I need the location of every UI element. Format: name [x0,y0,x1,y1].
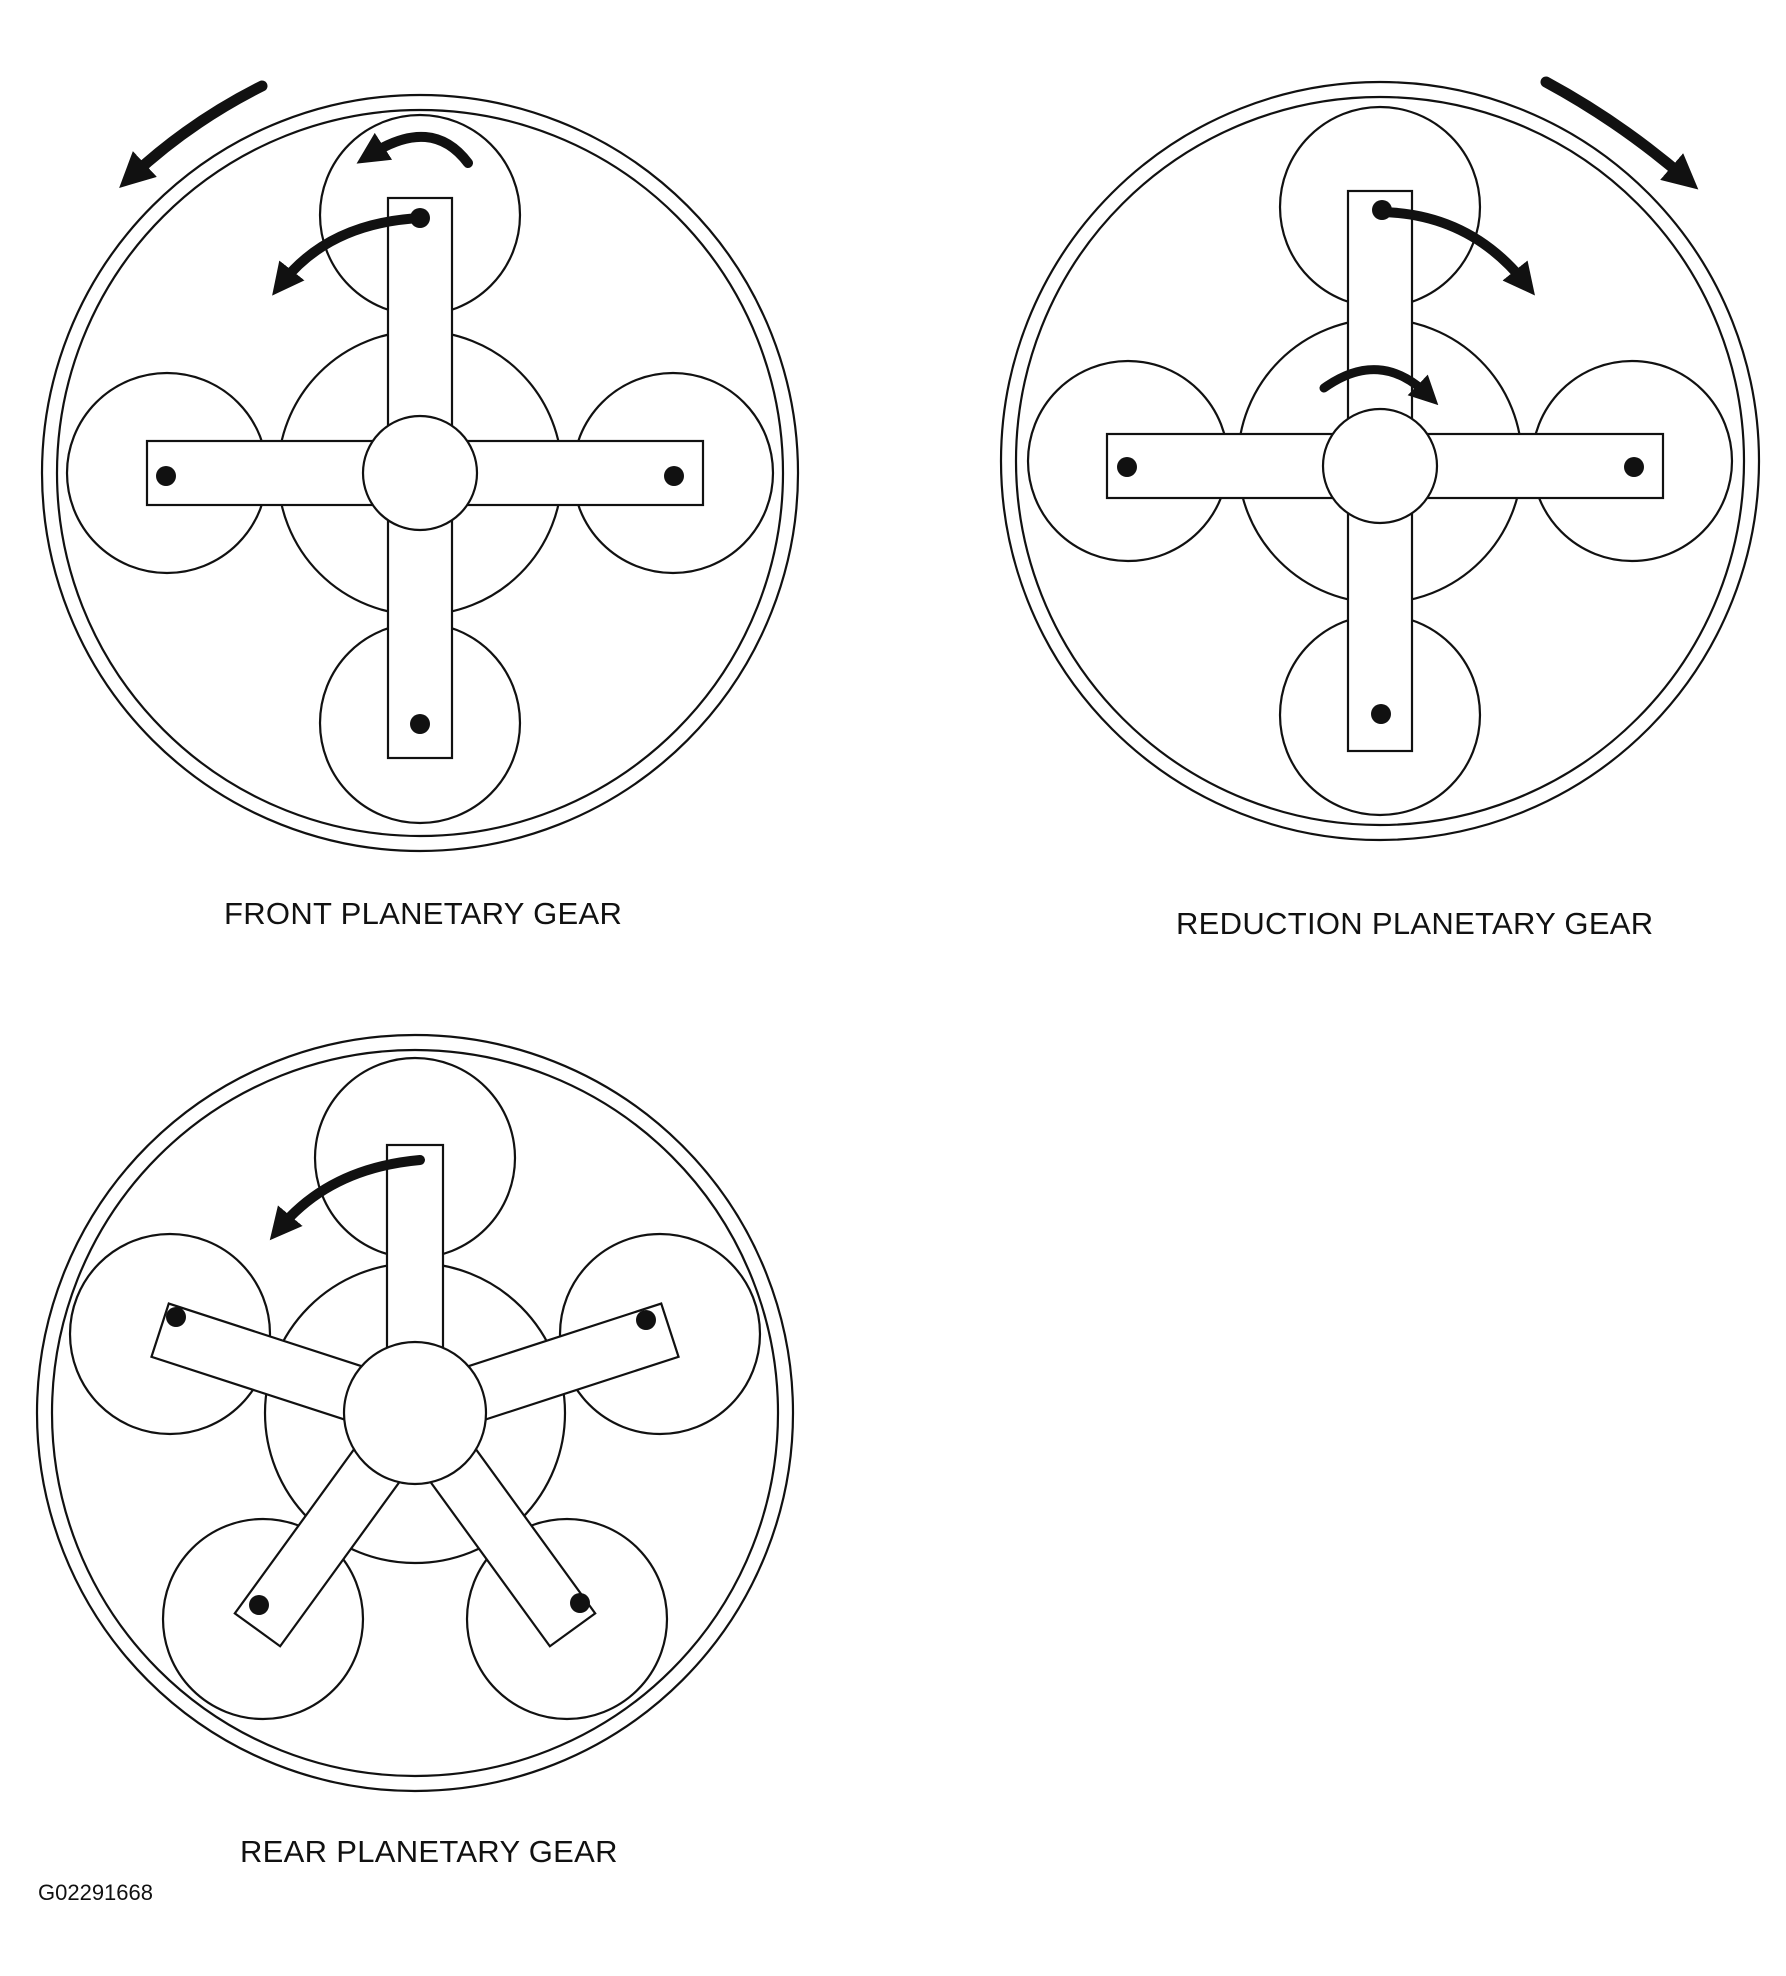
front-ring-rotation-arrow [119,80,268,188]
reduction-ring-rotation-arrow [1540,76,1699,190]
reduction-planetary-gear [999,76,1761,842]
rear-planet-gear-4 [161,1517,365,1721]
reduction-carrier-rotation-arrow [1377,207,1535,296]
rear-pin-4 [249,1595,269,1615]
front-ring-gear-outer [40,93,800,853]
reduction-ring-gear-inner [1014,95,1746,827]
front-ring-gear-inner [55,108,785,838]
rear-carrier-hub [342,1340,488,1486]
reduction-ring-gear-outer [999,80,1761,842]
front-planet-rotation-arrow [356,131,473,168]
front-pin-left [156,466,176,486]
rear-pin-5 [166,1307,186,1327]
rear-planetary-gear [35,1033,795,1793]
rear-carrier-rotation-arrow [269,1155,425,1241]
front-pin-bottom [410,714,430,734]
rear-planet-gear-2 [558,1232,762,1436]
rear-pin-3 [570,1593,590,1613]
reduction-planetary-gear-caption: REDUCTION PLANETARY GEAR [1176,906,1654,941]
reduction-pin-left [1117,457,1137,477]
reduction-carrier-hub [1321,407,1439,525]
figure-id: G02291668 [38,1880,153,1905]
reduction-sun-rotation-arrow [1319,365,1439,406]
rear-planet-gear-5 [68,1232,272,1436]
front-planetary-gear [40,80,800,853]
reduction-pin-bottom [1371,704,1391,724]
reduction-pin-right [1624,457,1644,477]
front-pin-right [664,466,684,486]
rear-pin-2 [636,1310,656,1330]
front-carrier-rotation-arrow [272,213,427,296]
rear-planetary-gear-caption: REAR PLANETARY GEAR [240,1834,618,1869]
rear-ring-gear-outer [35,1033,795,1793]
front-planetary-gear-caption: FRONT PLANETARY GEAR [224,896,623,931]
front-carrier-hub [361,414,479,532]
rear-ring-gear-inner [50,1048,780,1778]
rear-planet-gear-3 [465,1517,669,1721]
